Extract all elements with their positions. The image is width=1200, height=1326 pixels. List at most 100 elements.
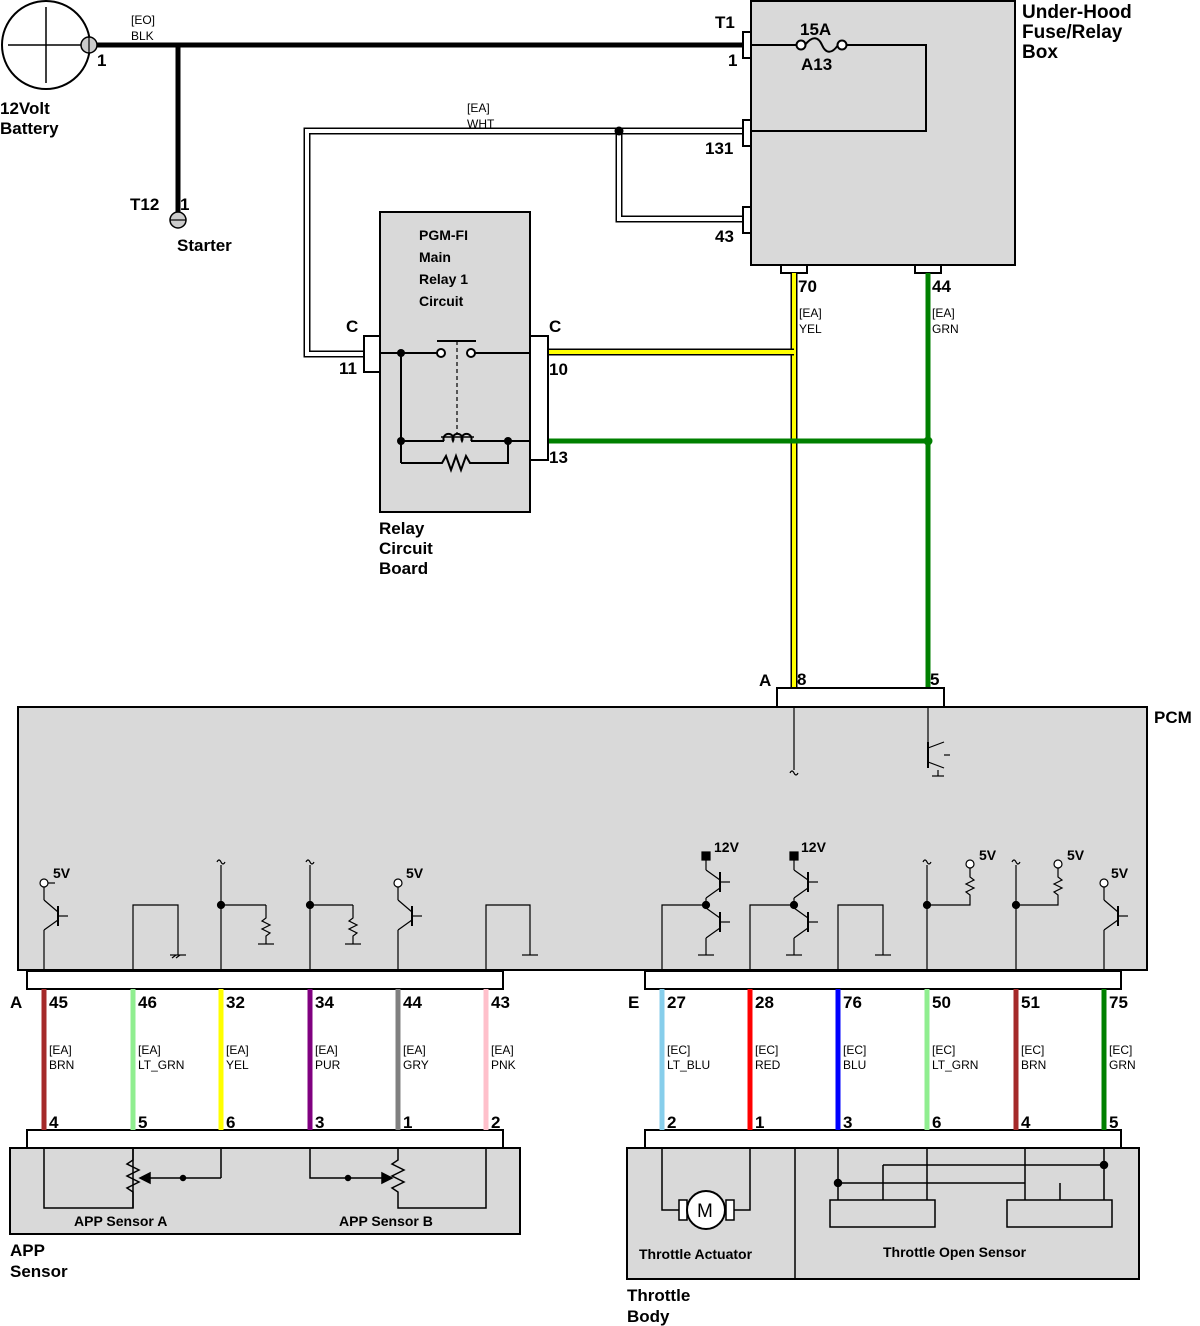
battery-label-line2: Battery <box>0 119 59 138</box>
relay-board-label-line1: Relay <box>379 519 425 538</box>
wire-11-code: [EC] <box>1109 1043 1132 1057</box>
relay-conn-c-right <box>529 335 549 461</box>
voltage-12v-pin27: 12V <box>714 839 740 855</box>
wire-6-code: [EC] <box>667 1043 690 1057</box>
wire-10-top-pin: 51 <box>1021 993 1040 1012</box>
fuse-box-pin-131-label: 131 <box>705 139 733 158</box>
wire-2-color: YEL <box>226 1058 249 1072</box>
wire-0-bottom-pin: 4 <box>49 1113 59 1132</box>
wire-10-code: [EC] <box>1021 1043 1044 1057</box>
fuse-box-pin-43 <box>742 206 752 234</box>
wire-11-color: GRN <box>1109 1058 1136 1072</box>
wire-4-bottom-pin: 1 <box>403 1113 412 1132</box>
wire-9-code: [EC] <box>932 1043 955 1057</box>
pcm-conn-a-bottom-label: A <box>10 993 22 1012</box>
battery-label-line1: 12Volt <box>0 99 50 118</box>
app-sensor-b-label: APP Sensor B <box>339 1213 433 1229</box>
fuse-box-label-line2: Fuse/Relay <box>1022 22 1123 43</box>
fuse-box-label-line1: Under-Hood <box>1022 2 1132 23</box>
wire-7-top-pin: 28 <box>755 993 774 1012</box>
voltage-12v-pin28: 12V <box>801 839 827 855</box>
relay-pin-13: 13 <box>549 448 568 467</box>
wire-10-bottom-pin: 4 <box>1021 1113 1031 1132</box>
app-sensor-box <box>9 1147 521 1235</box>
wire-wht-color: WHT <box>467 117 495 131</box>
relay-pin-11: 11 <box>339 359 357 378</box>
wire-5-bottom-pin: 2 <box>491 1113 500 1132</box>
wire-2-code: [EA] <box>226 1043 249 1057</box>
wire-9-top-pin: 50 <box>932 993 951 1012</box>
wire-3-bottom-pin: 3 <box>315 1113 324 1132</box>
app-sensor-a-label: APP Sensor A <box>74 1213 167 1229</box>
wire-1-color: LT_GRN <box>138 1058 184 1072</box>
battery-pin: 1 <box>97 51 106 70</box>
fuse-relay-box <box>750 0 1016 266</box>
wire-9-bottom-pin: 6 <box>932 1113 941 1132</box>
pcm-conn-a-top <box>776 687 945 708</box>
fuse-box-pin-t1-label: 1 <box>728 51 737 70</box>
relay-title-line1: PGM-FI <box>419 227 468 243</box>
fuse-box-label-line3: Box <box>1022 42 1058 63</box>
wire-10-color: BRN <box>1021 1058 1046 1072</box>
wire-11-bottom-pin: 5 <box>1109 1113 1118 1132</box>
starter-connector: T12 <box>130 195 159 214</box>
relay-pin-10: 10 <box>549 360 568 379</box>
wire-wht-code: [EA] <box>467 101 490 115</box>
throttle-actuator-label: Throttle Actuator <box>639 1246 753 1262</box>
wire-5-top-pin: 43 <box>491 993 510 1012</box>
throttle-body-conn <box>644 1129 1122 1149</box>
pcm-label: PCM <box>1154 708 1192 727</box>
voltage-5v-pin75: 5V <box>1111 865 1129 881</box>
wire-2-bottom-pin: 6 <box>226 1113 235 1132</box>
voltage-5v-pin51: 5V <box>1067 847 1085 863</box>
relay-conn-c-left-label: C <box>346 317 358 336</box>
wire-6-color: LT_BLU <box>667 1058 710 1072</box>
relay-title-line3: Relay 1 <box>419 271 468 287</box>
wire-9-color: LT_GRN <box>932 1058 978 1072</box>
wire-yel-code: [EA] <box>799 306 822 320</box>
pcm-top-circuits <box>789 707 950 777</box>
voltage-5v-pin50: 5V <box>979 847 997 863</box>
wire-0-code: [EA] <box>49 1043 72 1057</box>
relay-board-label-line3: Board <box>379 559 428 578</box>
fuse-box-pin-70 <box>780 264 808 274</box>
wire-6-top-pin: 27 <box>667 993 686 1012</box>
wire-2-top-pin: 32 <box>226 993 245 1012</box>
wire-4-top-pin: 44 <box>403 993 422 1012</box>
wire-1-top-pin: 46 <box>138 993 157 1012</box>
throttle-open-sensor-internals <box>829 1148 1113 1228</box>
wire-grn-color: GRN <box>932 322 959 336</box>
app-sensor-label-line1: APP <box>10 1241 45 1260</box>
voltage-5v-pin45: 5V <box>53 865 71 881</box>
wire-eo-color: BLK <box>131 29 154 43</box>
fuse-box-pin-t1 <box>742 31 752 59</box>
fuse-box-pin-44-label: 44 <box>932 277 951 296</box>
throttle-body-label-line1: Throttle <box>627 1286 690 1305</box>
wire-4-code: [EA] <box>403 1043 426 1057</box>
wire-11-top-pin: 75 <box>1109 993 1128 1012</box>
app-sensor-conn <box>26 1129 504 1149</box>
pcm-conn-a-top-label: A <box>759 671 771 690</box>
wire-8-color: BLU <box>843 1058 866 1072</box>
wire-0-top-pin: 45 <box>49 993 68 1012</box>
pcm-conn-e-bottom-label: E <box>628 993 639 1012</box>
wire-5-code: [EA] <box>491 1043 514 1057</box>
starter-label: Starter <box>177 236 232 255</box>
relay-conn-c-left <box>363 335 381 373</box>
pcm-conn-a-bottom <box>26 970 504 990</box>
fuse-15a-icon <box>751 37 927 132</box>
fuse-box-pin-70-label: 70 <box>798 277 817 296</box>
throttle-body-label-line2: Body <box>627 1307 670 1326</box>
wire-1-bottom-pin: 5 <box>138 1113 147 1132</box>
wire-3-color: PUR <box>315 1058 341 1072</box>
relay-title-line4: Circuit <box>419 293 464 309</box>
wire-yel-color: YEL <box>799 322 822 336</box>
wire-4-color: GRY <box>403 1058 429 1072</box>
wire-grn-code: [EA] <box>932 306 955 320</box>
wire-7-bottom-pin: 1 <box>755 1113 764 1132</box>
wire-3-top-pin: 34 <box>315 993 334 1012</box>
bottom-wire-group: 45[EA]BRN446[EA]LT_GRN532[EA]YEL634[EA]P… <box>41 989 1136 1132</box>
wire-ea-wht <box>303 126 743 358</box>
relay-board-label-line2: Circuit <box>379 539 433 558</box>
